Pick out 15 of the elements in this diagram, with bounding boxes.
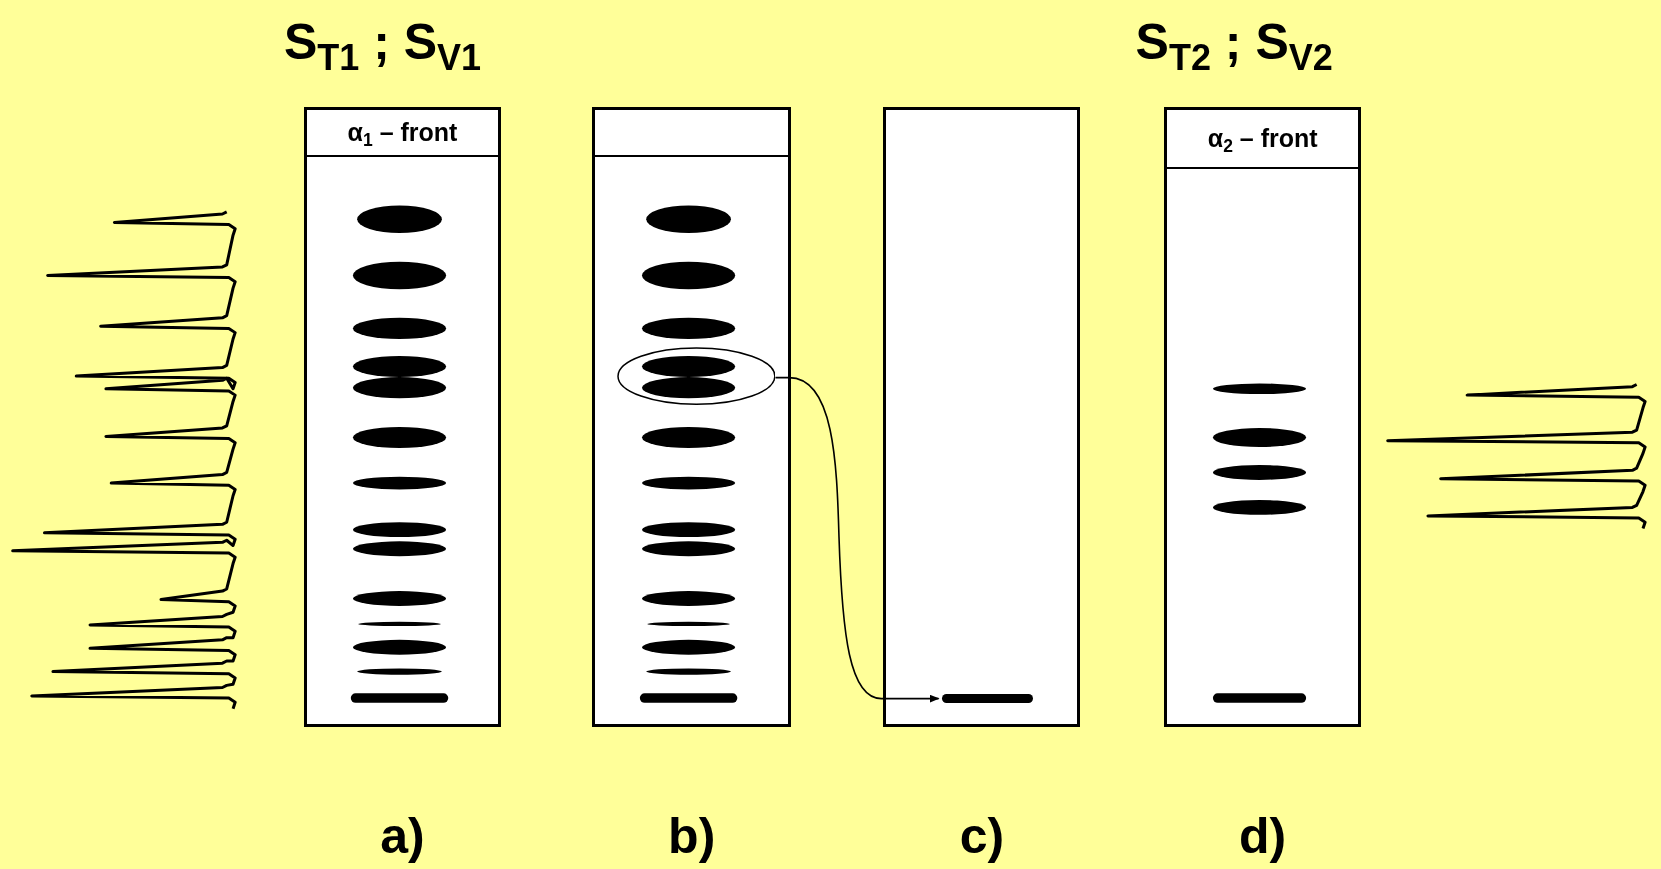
selection-ellipse [616, 347, 776, 406]
arrow [774, 376, 940, 703]
plate-label: α$_{2}$ – front [1207, 124, 1318, 154]
tlc-plate [304, 107, 502, 727]
spot-band [941, 693, 1033, 704]
tlc-plate [883, 107, 1081, 727]
condition-heading: S$_{T2}$ ; S$_{V2}$ [1135, 12, 1333, 71]
plate-label: α$_{1}$ – front [347, 117, 458, 147]
panel-letter: b) [667, 807, 717, 866]
panel-letter: a) [379, 807, 426, 866]
tlc-plate [1164, 107, 1362, 727]
tlc-plate [592, 107, 792, 727]
panel-letter: d) [1238, 807, 1288, 866]
condition-heading: S$_{T1}$ ; S$_{V1}$ [283, 12, 482, 71]
panel-letter: c) [958, 807, 1006, 866]
